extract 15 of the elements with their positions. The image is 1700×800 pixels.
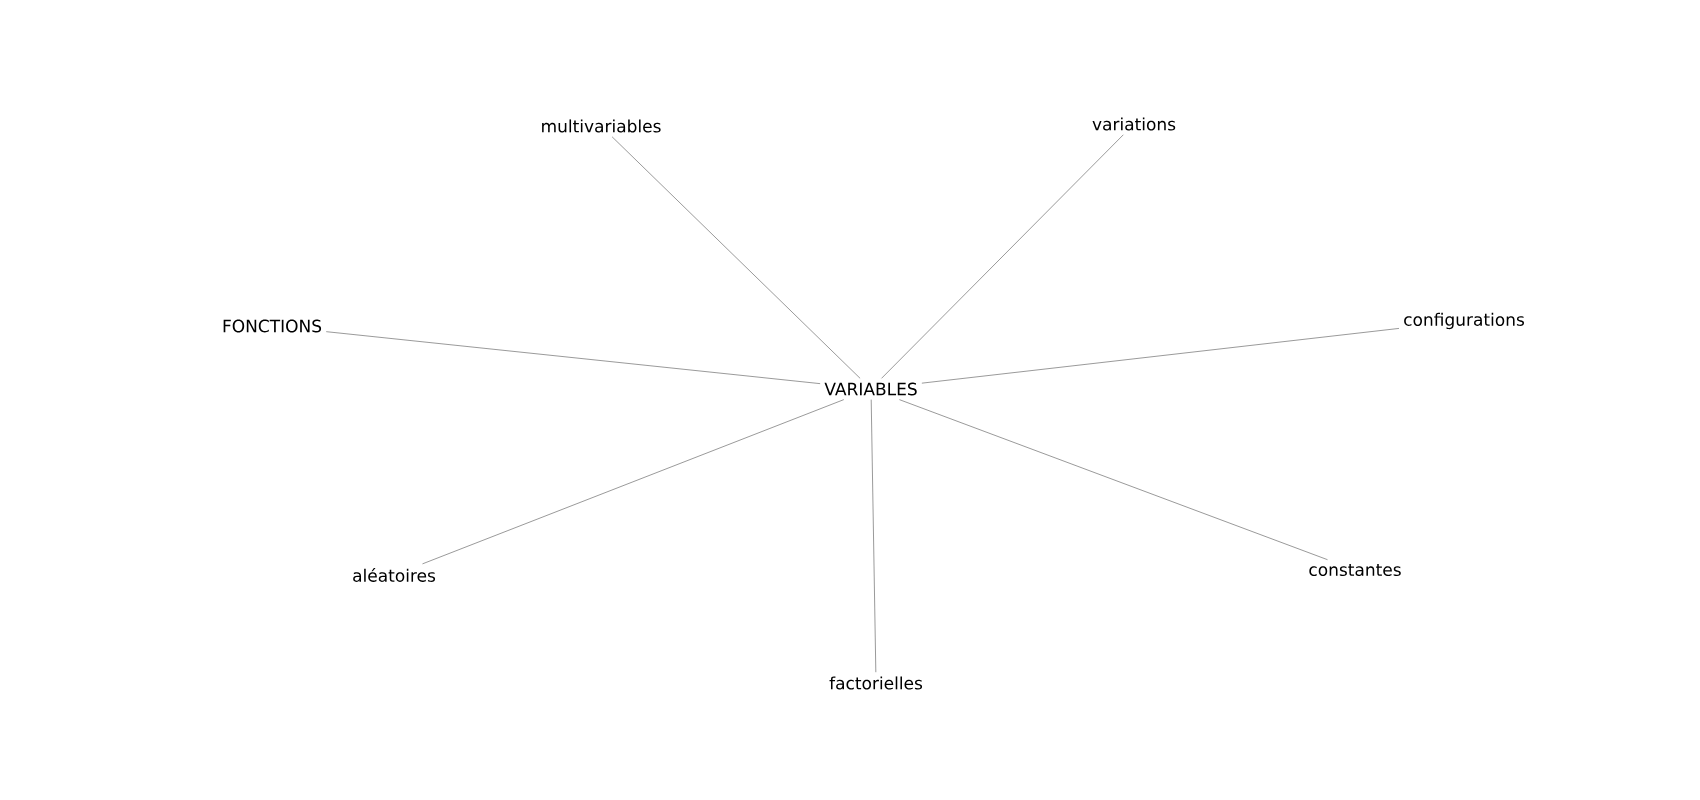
connector-line — [422, 399, 845, 565]
word-label: constantes — [1309, 563, 1401, 577]
word-label: VARIABLES — [824, 382, 917, 396]
word-label: variations — [1092, 117, 1176, 131]
connector-line — [898, 399, 1328, 561]
connector-line — [921, 328, 1400, 384]
connector-line — [870, 399, 877, 673]
connector-line — [611, 136, 861, 379]
word-label: configurations — [1404, 312, 1524, 330]
word-label: factorielles — [829, 676, 923, 690]
word-label: FONCTIONS — [223, 319, 322, 333]
connector-line — [325, 331, 821, 385]
word-label: multivariables — [542, 119, 661, 133]
word-label: aléatoires — [353, 568, 436, 582]
connector-line — [881, 134, 1124, 379]
